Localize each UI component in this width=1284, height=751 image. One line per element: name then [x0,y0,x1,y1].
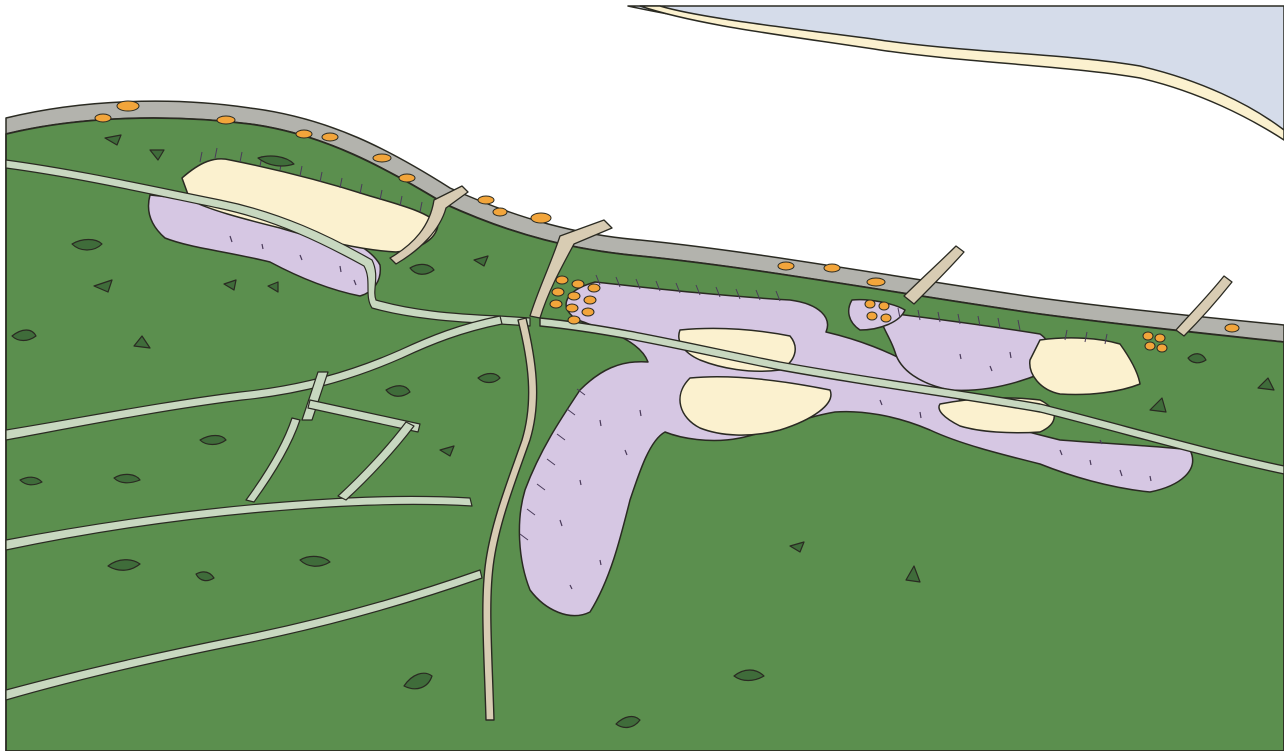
dune-sand-central-b [679,376,832,436]
beach-strip [639,5,1284,141]
heath-edge-hatching [199,147,1108,541]
boulder-groups-inland [549,275,1168,353]
drainage-ditches [5,159,531,701]
heath-speckles [229,235,1152,590]
beach-access-paths[interactable] [389,185,1233,337]
dune-sand-east-a [1029,337,1141,396]
cross-path[interactable] [539,317,1284,475]
heath-area-east [879,311,1051,392]
tree-clumps [11,134,1275,729]
boulder-clusters [94,100,1240,333]
main-path[interactable] [482,317,538,721]
